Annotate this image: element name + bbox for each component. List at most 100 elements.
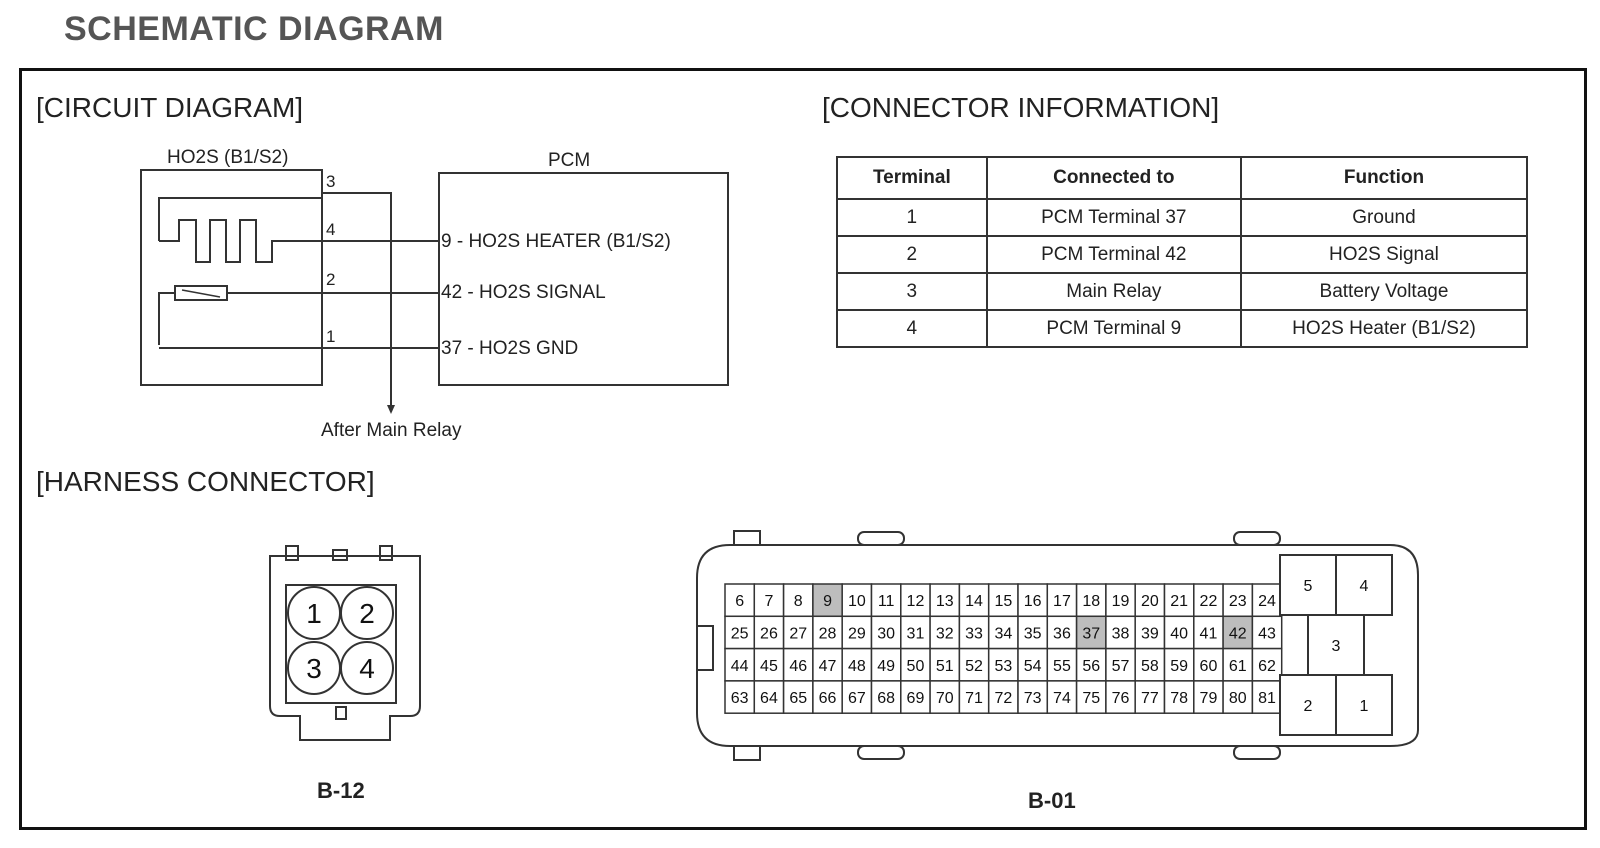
b01-pin-label: 81 [1258, 690, 1276, 707]
table-row: 2 PCM Terminal 42 HO2S Signal [836, 235, 1529, 274]
b01-pin-67 [841, 680, 873, 714]
sensor-box [140, 169, 323, 386]
b01-pin-label: 35 [1024, 625, 1042, 642]
b12-housing [269, 555, 421, 741]
b01-pin-label: 42 [1229, 625, 1247, 642]
cell-terminal: 3 [836, 272, 988, 311]
relay-arrow [387, 405, 395, 414]
heater-element [159, 219, 439, 263]
b01-pin-label: 53 [994, 658, 1012, 675]
b01-pin-label: 77 [1141, 690, 1159, 707]
page-title: SCHEMATIC DIAGRAM [64, 10, 444, 48]
cell-function: HO2S Heater (B1/S2) [1239, 309, 1529, 348]
b01-pin-label: 19 [1112, 593, 1130, 610]
b01-pin-label: 52 [965, 658, 983, 675]
b01-pin-label: 41 [1200, 625, 1218, 642]
b01-pin-label: 71 [965, 690, 983, 707]
b01-pin-59 [1163, 647, 1195, 682]
b01-pin-label: 16 [1024, 593, 1042, 610]
b01-pin-label: 32 [936, 625, 954, 642]
b01-pin-72 [987, 680, 1019, 714]
b01-pin-43 [1251, 615, 1283, 650]
b01-power-pin-4 [1335, 554, 1393, 616]
b01-pin-50 [900, 647, 931, 682]
b01-pin-label: 26 [760, 625, 778, 642]
b01-pin-label: 17 [1053, 593, 1071, 610]
b01-pin-label: 38 [1112, 625, 1130, 642]
b01-power-pin-label: 3 [1332, 638, 1341, 655]
relay-label: After Main Relay [321, 420, 462, 441]
pcm-label: PCM [548, 150, 591, 171]
b01-pin-label: 28 [819, 625, 837, 642]
b01-pin-55 [1046, 647, 1078, 682]
b01-pin-label: 75 [1082, 690, 1100, 707]
connector-info-heading: [CONNECTOR INFORMATION] [822, 92, 1220, 123]
b01-pin-10 [841, 583, 873, 618]
relay-wire [322, 192, 392, 410]
b01-pin-label: 7 [764, 593, 773, 610]
b01-pin-label: 18 [1082, 593, 1100, 610]
b12-pin-label: 4 [359, 653, 375, 684]
b01-pin-label: 40 [1170, 625, 1188, 642]
b01-pin-73 [1017, 680, 1049, 714]
b01-power-pin-1 [1335, 674, 1393, 736]
b01-pin-12 [900, 583, 931, 618]
harness-connector-heading: [HARNESS CONNECTOR] [36, 466, 375, 497]
b01-pin-label: 78 [1170, 690, 1188, 707]
b01-pin-label: 72 [994, 690, 1012, 707]
b01-pin-label: 39 [1141, 625, 1159, 642]
cell-connected-to: PCM Terminal 9 [985, 309, 1242, 348]
b01-pin-21 [1163, 583, 1195, 618]
b01-pin-label: 21 [1170, 593, 1188, 610]
b01-pin-68 [870, 680, 902, 714]
b01-pin-54 [1017, 647, 1049, 682]
sensor-pin-2: 2 [326, 270, 336, 289]
b12-pin-2 [340, 586, 394, 640]
header-connected-to: Connected to [985, 156, 1242, 200]
b01-pin-48 [841, 647, 873, 682]
b01-power-pin-label: 5 [1304, 578, 1313, 595]
b01-pin-label: 31 [907, 625, 925, 642]
cell-function: HO2S Signal [1239, 235, 1529, 274]
b01-pin-label: 48 [848, 658, 866, 675]
b01-pin-label: 76 [1112, 690, 1130, 707]
b01-pin-label: 62 [1258, 658, 1276, 675]
b01-pin-label: 37 [1082, 625, 1100, 642]
b01-pin-80 [1222, 680, 1254, 714]
b01-pin-60 [1193, 647, 1224, 682]
b01-pin-label: 57 [1112, 658, 1130, 675]
b01-pin-66 [812, 680, 843, 714]
b12-pin-4 [340, 641, 394, 695]
b01-pin-23 [1222, 583, 1254, 618]
b01-pin-19 [1105, 583, 1136, 618]
sensor-pin-4: 4 [326, 220, 336, 239]
b01-pin-label: 6 [735, 593, 744, 610]
b01-pin-label: 68 [877, 690, 895, 707]
sensor-wire-left [158, 292, 175, 345]
b01-pin-label: 33 [965, 625, 983, 642]
b01-pin-label: 73 [1024, 690, 1042, 707]
heater-wire-top [158, 197, 322, 241]
cell-terminal: 1 [836, 198, 988, 237]
pcm-pin-heater-label: 9 - HO2S HEATER (B1/S2) [441, 231, 671, 252]
b01-pin-56 [1075, 647, 1107, 682]
b12-pin-label: 1 [306, 598, 322, 629]
b01-pin-8 [782, 583, 814, 618]
b01-pin-14 [958, 583, 990, 618]
cell-connected-to: PCM Terminal 42 [985, 235, 1242, 274]
b01-pin-17 [1046, 583, 1078, 618]
b01-pin-76 [1105, 680, 1136, 714]
connector-info-table: Terminal Connected to Function 1 PCM Ter… [836, 156, 1529, 348]
b01-pin-label: 63 [731, 690, 749, 707]
b01-pin-63 [724, 680, 756, 714]
b01-connector-name: B-01 [1028, 788, 1076, 813]
table-row: 3 Main Relay Battery Voltage [836, 272, 1529, 311]
b01-pin-label: 61 [1229, 658, 1247, 675]
b01-pin-label: 11 [878, 593, 895, 610]
b01-pin-label: 56 [1082, 658, 1100, 675]
b01-pin-18 [1075, 583, 1107, 618]
b01-pin-label: 64 [760, 690, 778, 707]
